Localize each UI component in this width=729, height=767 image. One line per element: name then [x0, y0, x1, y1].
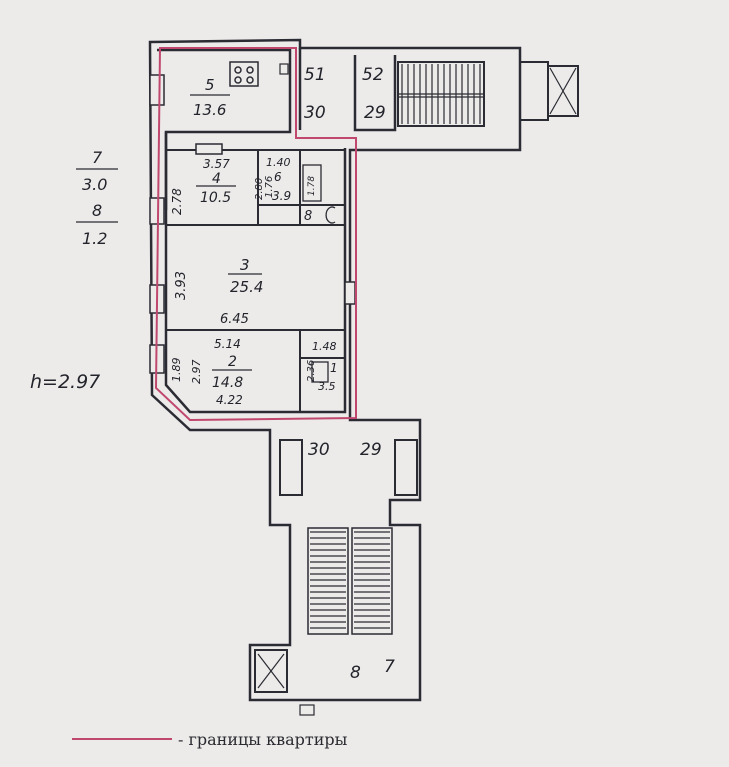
- room-2-width-bottom: 4.22: [216, 393, 243, 407]
- stair-label-29: 29: [364, 103, 386, 123]
- room-3-width: 6.45: [220, 312, 249, 327]
- room-2-depth-short: 1.89: [170, 358, 183, 383]
- room-2-label: 5.14 2 14.8 4.22 1.89 2.97: [170, 337, 252, 407]
- room-1-number: 1: [330, 361, 338, 375]
- room-5-area: 13.6: [193, 101, 226, 119]
- room-4-area: 10.5: [200, 190, 231, 206]
- note-7-value: 3.0: [82, 175, 107, 194]
- room-5-number: 5: [205, 76, 215, 94]
- room-6-label: 1.40 6 3.9 2.80 1.78: [254, 156, 317, 203]
- legend-text: - границы квартиры: [178, 730, 348, 749]
- room-6-depth: 2.80: [254, 178, 265, 200]
- room-3-label: 3 25.4 6.45 3.93: [174, 256, 263, 327]
- room-1-depth: 2.36: [306, 360, 317, 382]
- room-4-number: 4: [212, 171, 221, 187]
- room-3-depth: 3.93: [174, 271, 189, 300]
- left-note-8: 8 1.2: [76, 201, 118, 248]
- room-2-width: 5.14: [214, 337, 241, 351]
- note-7-number: 7: [92, 148, 103, 167]
- lower-label-29: 29: [360, 440, 382, 460]
- ceiling-height-note: h=2.97: [30, 371, 100, 393]
- bath-fixture: [302, 164, 336, 383]
- room-6-area: 3.9: [272, 189, 291, 203]
- room-3-number: 3: [240, 256, 250, 274]
- stove-icon: [229, 61, 259, 87]
- dim-178: 1.78: [307, 176, 317, 196]
- legend: - границы квартиры: [72, 730, 348, 749]
- room-1-area: 3.5: [318, 380, 336, 393]
- room-1-label: 1.48 1 3.5 2.36: [306, 340, 338, 393]
- room-2-depth: 2.97: [190, 360, 203, 385]
- dim-176: 1.76: [264, 176, 275, 198]
- apartment-boundary: [154, 47, 357, 422]
- left-note-7: 7 3.0: [76, 148, 118, 194]
- stair-label-51: 51: [304, 65, 326, 85]
- lower-label-30: 30: [308, 440, 330, 460]
- note-8-number: 8: [92, 201, 102, 220]
- stair-label-30: 30: [304, 103, 326, 123]
- sink-icon: [279, 63, 289, 75]
- room-4-width: 3.57: [203, 157, 230, 171]
- room-5-label: 5 13.6: [190, 76, 230, 119]
- stair2-label-8: 8: [350, 663, 361, 683]
- room-2-area: 14.8: [212, 375, 243, 391]
- room-4-label: 3.57 4 10.5 2.78: [170, 157, 236, 215]
- room-4-depth: 2.78: [170, 188, 184, 215]
- stair-label-52: 52: [362, 65, 384, 85]
- upper-staircase: [397, 61, 579, 127]
- stair2-label-7: 7: [384, 657, 395, 677]
- room-3-area: 25.4: [230, 278, 263, 296]
- stair-labels-top: 51 52 30 29: [304, 65, 386, 123]
- room-2-number: 2: [228, 354, 237, 370]
- room-1-width: 1.48: [312, 340, 337, 353]
- room-6-width: 1.40: [266, 156, 291, 169]
- room-6-number: 6: [274, 170, 282, 184]
- closet-8-label: 8: [304, 209, 312, 224]
- lower-staircase: [254, 439, 418, 716]
- lower-labels: 30 29 8 7: [308, 440, 395, 683]
- note-8-value: 1.2: [82, 229, 107, 248]
